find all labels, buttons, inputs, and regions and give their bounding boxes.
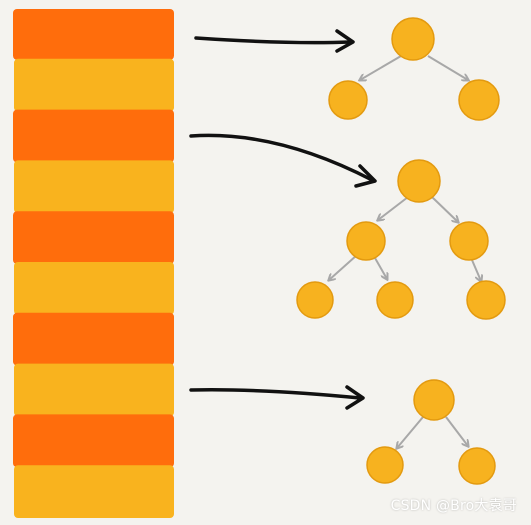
tree-edge (431, 196, 458, 222)
watermark: CSDN @Bro大袁哥 (390, 498, 517, 514)
array-stripe-light (14, 465, 174, 518)
right-arrow-icon (194, 36, 352, 45)
array-stripe-light (14, 363, 174, 417)
array-stripe-light (14, 58, 174, 112)
tree-edge (374, 257, 387, 279)
tree-edge (329, 254, 358, 280)
tree-node (458, 447, 496, 485)
tree-node (296, 281, 334, 319)
tree-edge (471, 259, 481, 281)
array-stripe-light (14, 160, 174, 214)
array-stripe-dark (13, 109, 174, 163)
tree-node (366, 446, 404, 484)
tree-edge (378, 196, 409, 220)
right-arrow-icon (189, 388, 362, 400)
striped-array-stack (13, 9, 174, 518)
tree-node (328, 80, 368, 120)
tree-small-bottom (366, 379, 496, 485)
arrow-to-bottom-tree (189, 385, 365, 410)
array-stripe-dark (13, 9, 174, 60)
tree-node (449, 221, 489, 261)
tree-edge (397, 416, 424, 448)
tree-node (466, 280, 506, 320)
tree-node (376, 281, 414, 319)
tree-edge (445, 416, 468, 446)
tree-node (413, 379, 455, 421)
tree-large-middle (296, 159, 506, 320)
arrow-to-middle-tree (189, 133, 377, 188)
array-stripe-dark (13, 312, 174, 366)
tree-small-top (328, 17, 500, 121)
right-arrow-icon (189, 133, 374, 182)
tree-node (391, 17, 435, 61)
tree-node (458, 79, 500, 121)
array-stripe-dark (13, 414, 174, 468)
tree-node (346, 221, 386, 261)
array-stripe-light (14, 262, 174, 315)
arrow-to-top-tree (194, 29, 355, 53)
tree-node (397, 159, 441, 203)
array-stripe-dark (13, 211, 174, 264)
tree-edge (427, 55, 468, 80)
tree-edge (360, 55, 402, 80)
